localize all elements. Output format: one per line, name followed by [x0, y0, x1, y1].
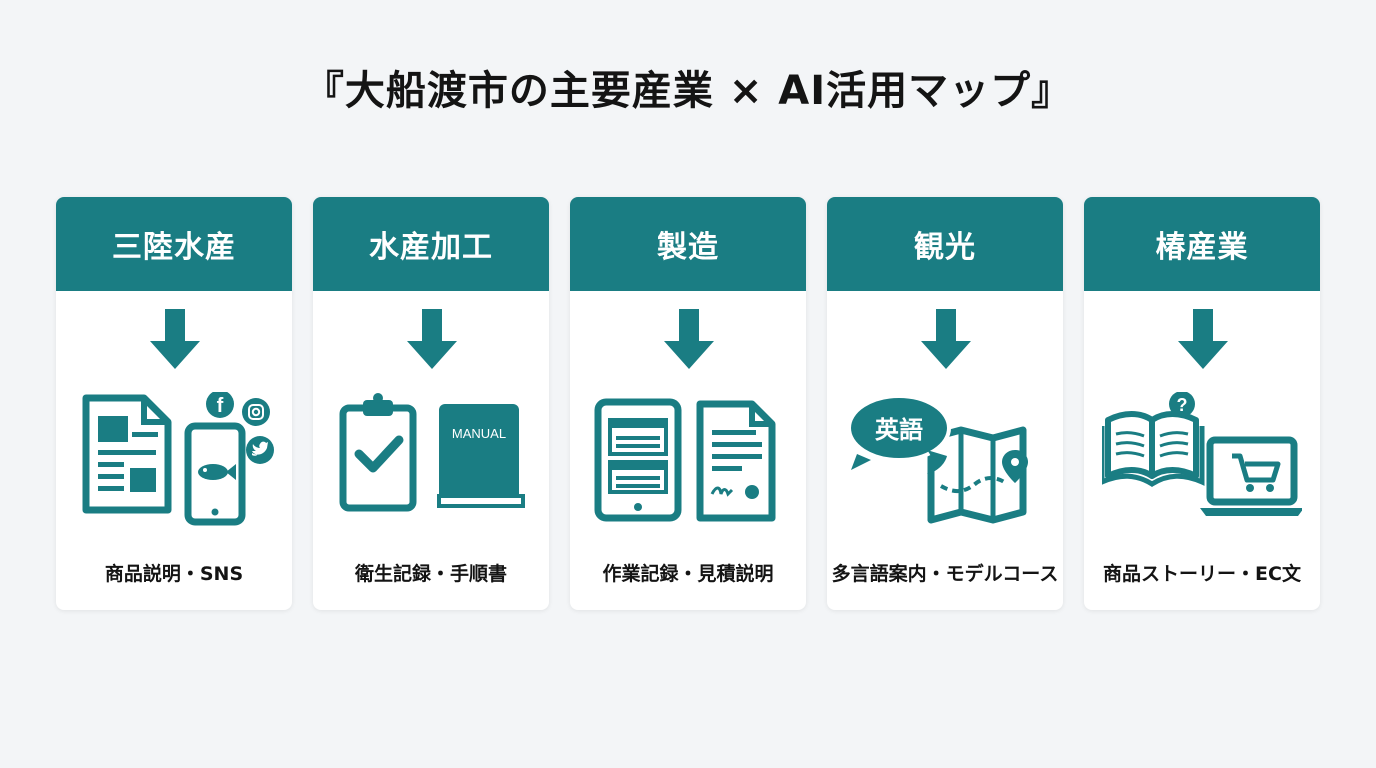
card-caption: 多言語案内・モデルコース: [831, 563, 1059, 585]
page-title: 『大船渡市の主要産業 × AI活用マップ』: [303, 68, 1073, 114]
arrow-down-icon: [1178, 309, 1228, 369]
clipboard-manual-illustration: MANUAL: [339, 393, 525, 512]
card-heading: 観光: [827, 197, 1063, 291]
arrow-down-icon: [664, 309, 714, 369]
card-tourism: 観光 英語 多言語案内・モデルコース: [827, 197, 1063, 610]
facebook-icon: f: [206, 392, 234, 418]
laptop-cart-icon: [1200, 436, 1302, 516]
manual-book-icon: MANUAL: [437, 404, 525, 508]
signed-document-icon: [696, 400, 776, 522]
smartphone-fish-icon: [184, 422, 246, 526]
instagram-icon: [242, 398, 270, 426]
card-heading: 水産加工: [313, 197, 549, 291]
arrow-down-icon: [407, 309, 457, 369]
card-heading: 製造: [570, 197, 806, 291]
card-manufacturing: 製造: [570, 197, 806, 610]
speech-bubble-icon: 英語: [847, 394, 951, 474]
card-heading: 三陸水産: [56, 197, 292, 291]
twitter-icon: [246, 436, 274, 464]
card-caption: 衛生記録・手順書: [354, 563, 507, 585]
tablet-table-icon: [594, 398, 682, 522]
card-seafood-processing: 水産加工 MANUAL 衛生記録・手順書: [313, 197, 549, 610]
industry-cards: 三陸水産 f: [56, 197, 1320, 610]
card-caption: 作業記録・見積説明: [602, 563, 774, 585]
svg-text:f: f: [217, 395, 224, 417]
bubble-label: 英語: [875, 416, 923, 444]
arrow-down-icon: [921, 309, 971, 369]
manual-label: MANUAL: [452, 426, 506, 441]
card-caption: 商品説明・SNS: [104, 563, 244, 585]
card-caption: 商品ストーリー・EC文: [1103, 563, 1301, 585]
card-camellia-industry: 椿産業 ? 商品ストーリー・EC文: [1084, 197, 1320, 610]
open-book-question-icon: ?: [1102, 392, 1205, 487]
book-laptop-illustration: ?: [1102, 392, 1302, 516]
language-map-illustration: 英語: [847, 394, 1028, 524]
card-sanriku-fisheries: 三陸水産 f: [56, 197, 292, 610]
clipboard-check-icon: [339, 393, 417, 512]
svg-text:?: ?: [1177, 395, 1188, 415]
document-sns-illustration: f: [82, 392, 274, 526]
map-pin-icon: [927, 426, 1028, 524]
document-icon: [82, 394, 172, 514]
tablet-document-illustration: [594, 398, 776, 522]
card-heading: 椿産業: [1084, 197, 1320, 291]
arrow-down-icon: [150, 309, 200, 369]
